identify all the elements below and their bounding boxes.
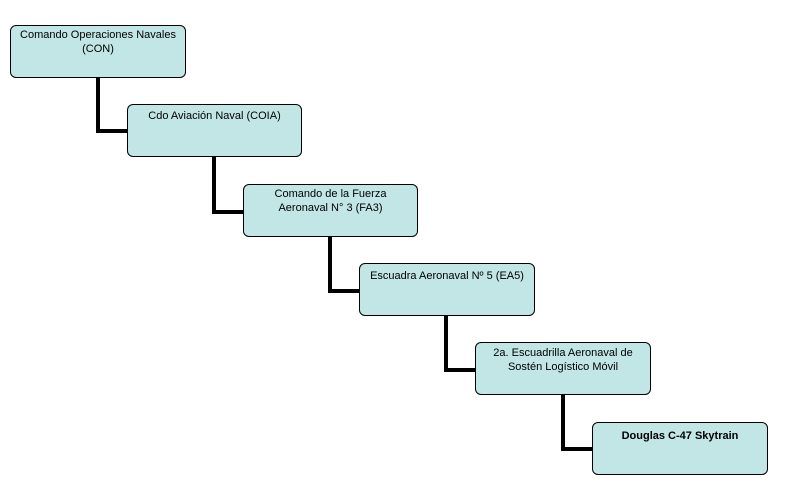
node-label: Comando de la Fuerza Aeronaval N° 3 (FA3… [274,188,387,214]
node-cdo-aviacion-naval: Cdo Aviación Naval (COIA) [127,104,302,157]
connector-1-2-h [96,129,128,133]
node-label: Douglas C-47 Skytrain [621,430,739,442]
connector-3-4-h [328,289,360,293]
node-label: Cdo Aviación Naval (COIA) [148,110,281,122]
node-escuadra-aeronaval: Escuadra Aeronaval Nº 5 (EA5) [359,263,535,316]
node-escuadrilla-aeronaval: 2a. Escuadrilla Aeronaval de Sostén Logí… [475,342,651,395]
node-label: Escuadra Aeronaval Nº 5 (EA5) [370,270,524,282]
connector-4-5-h [444,368,476,372]
node-comando-fuerza-aeronaval: Comando de la Fuerza Aeronaval N° 3 (FA3… [243,184,418,237]
node-comando-operaciones-navales: Comando Operaciones Navales (CON) [10,25,186,78]
connector-2-3 [212,157,216,213]
connector-3-4 [328,237,332,292]
connector-2-3-h [212,210,244,214]
connector-1-2 [96,78,100,132]
connector-5-6 [561,395,565,450]
node-label: 2a. Escuadrilla Aeronaval de Sostén Logí… [493,347,633,373]
node-label: Comando Operaciones Navales (CON) [20,29,176,55]
node-douglas-c47-skytrain: Douglas C-47 Skytrain [592,422,768,475]
connector-4-5 [444,316,448,371]
connector-5-6-h [561,447,594,451]
